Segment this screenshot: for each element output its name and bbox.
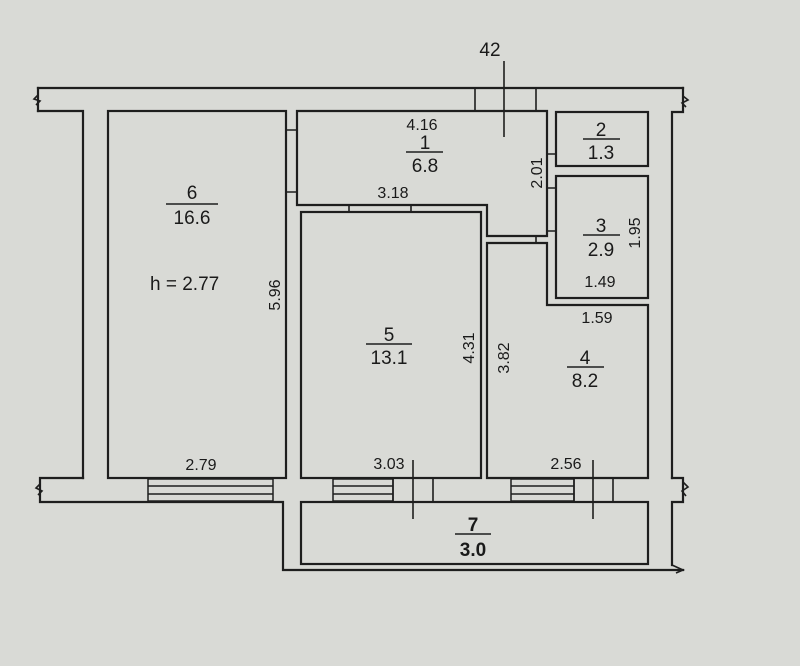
dim-room4-width-top: 1.59 <box>581 310 612 327</box>
dim-room1-lower-width: 3.18 <box>377 185 408 202</box>
room-6-area: 16.6 <box>174 208 211 229</box>
dim-room5-width: 3.03 <box>373 456 404 473</box>
room-7 <box>299 500 650 566</box>
room-5-area: 13.1 <box>371 348 408 369</box>
room-2-number: 2 <box>596 120 607 141</box>
window-room-4 <box>510 478 575 502</box>
window-room-6 <box>147 478 274 502</box>
room-1 <box>295 109 549 238</box>
outer-walls <box>32 86 690 574</box>
room-4 <box>485 241 650 480</box>
room-3-area: 2.9 <box>588 240 614 261</box>
room-5 <box>299 210 483 480</box>
dim-room3-width: 1.49 <box>584 274 615 291</box>
door-marks <box>286 88 556 243</box>
room-7-number: 7 <box>468 515 479 536</box>
ceiling-height-label: h = 2.77 <box>150 274 219 295</box>
room-5-number: 5 <box>384 325 395 346</box>
room-6 <box>106 109 288 480</box>
fraction-bars <box>166 138 620 535</box>
room-6-number: 6 <box>187 183 198 204</box>
room-4-area: 8.2 <box>572 371 598 392</box>
window-room-5 <box>332 478 394 502</box>
leader-lines <box>412 61 594 519</box>
room-2-area: 1.3 <box>588 143 614 164</box>
room-4-number: 4 <box>580 348 591 369</box>
room-3 <box>554 174 650 300</box>
room-2 <box>554 110 650 168</box>
dim-room1-depth: 2.01 <box>529 157 546 188</box>
windows <box>147 478 614 502</box>
room-1-number: 1 <box>420 133 431 154</box>
dim-room1-width: 4.16 <box>406 117 437 134</box>
marker-label: 42 <box>479 40 500 61</box>
dim-room3-height: 1.95 <box>627 217 644 248</box>
dim-room6-width: 2.79 <box>185 457 216 474</box>
dim-room6-height: 5.96 <box>267 279 284 310</box>
dim-room4-width-bottom: 2.56 <box>550 456 581 473</box>
dim-room4-height: 3.82 <box>496 342 513 373</box>
dim-room5-height: 4.31 <box>461 332 478 363</box>
room-1-area: 6.8 <box>412 156 438 177</box>
room-3-number: 3 <box>596 216 607 237</box>
room-7-area: 3.0 <box>460 540 486 561</box>
